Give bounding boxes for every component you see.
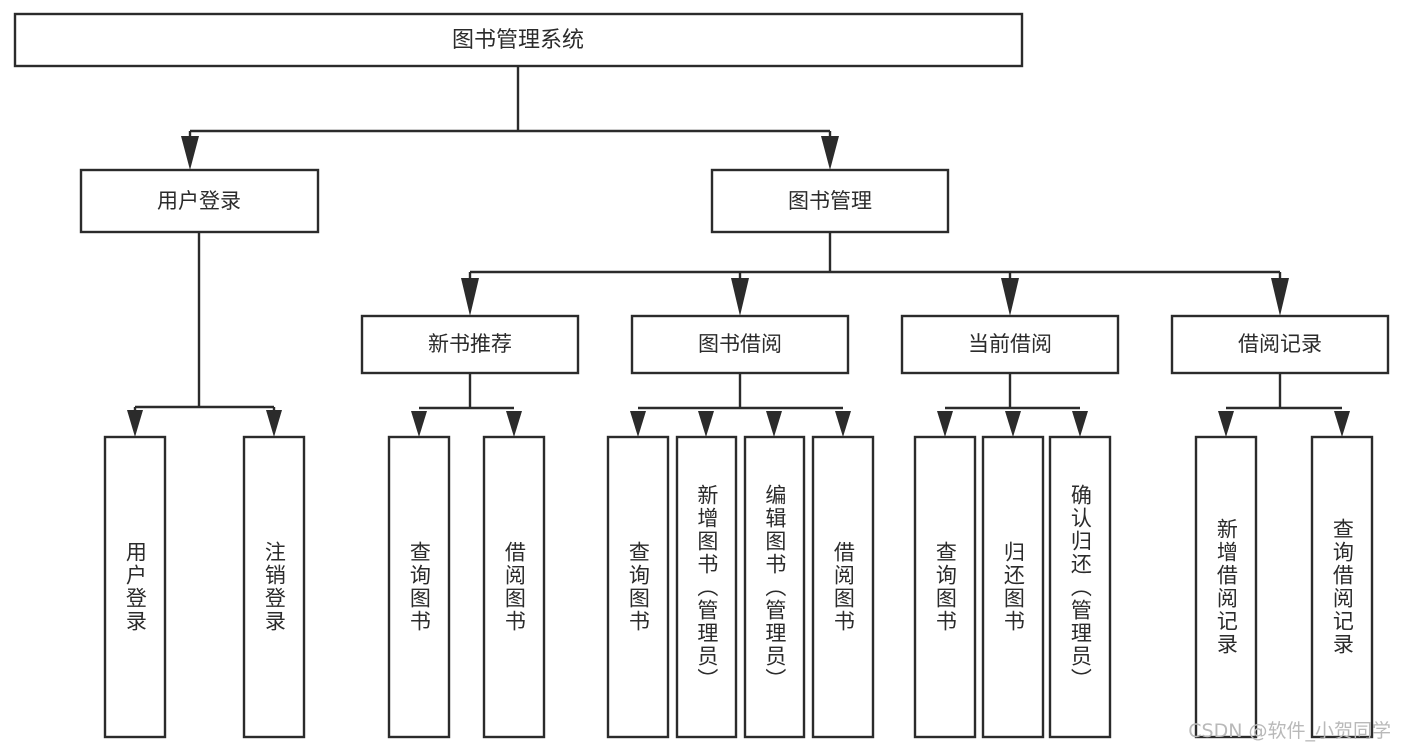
arrow-head-icon (266, 410, 282, 437)
node-current-borrow-box[interactable] (900, 314, 1120, 375)
node-user-login-label: 用户登录 (157, 189, 241, 213)
arrow-head-icon (630, 411, 646, 437)
connector-group-records-leaves (1218, 373, 1350, 437)
leaf-box-add-borrow-record[interactable] (1194, 435, 1258, 739)
node-book-borrow-label: 图书借阅 (698, 332, 782, 356)
node-new-book-recommend[interactable]: 新书推荐 (360, 314, 580, 375)
connector-group-newbooks-leaves (411, 373, 522, 437)
arrow-head-icon (1334, 411, 1350, 437)
connector-group-root (181, 66, 839, 170)
node-current-borrow-label: 当前借阅 (968, 332, 1052, 356)
leaf-box-query-book-current[interactable] (913, 435, 977, 739)
watermark-text: CSDN @软件_小贺同学 (1188, 720, 1391, 742)
connector-group-level2-books (461, 232, 1289, 316)
node-borrow-records[interactable]: 借阅记录 (1170, 314, 1390, 375)
arrow-head-icon (1218, 411, 1234, 437)
arrow-head-icon (127, 410, 143, 437)
arrow-head-icon (821, 136, 839, 170)
arrow-head-icon (1271, 278, 1289, 316)
leaf-box-borrow-book[interactable] (811, 435, 875, 739)
leaf-box-confirm-return-admin[interactable] (1048, 435, 1112, 739)
node-new-book-recommend-box[interactable] (360, 314, 580, 375)
node-borrow-records-label: 借阅记录 (1238, 332, 1322, 356)
arrow-head-icon (506, 411, 522, 437)
leaf-box-query-book-borrow[interactable] (606, 435, 670, 739)
node-user-login-box[interactable] (79, 168, 320, 234)
leaf-box-logout[interactable] (242, 435, 306, 739)
node-book-borrow[interactable]: 图书借阅 (630, 314, 850, 375)
connector-group-borrow-leaves (630, 373, 851, 437)
node-root-box[interactable] (13, 12, 1024, 68)
leaf-box-return-book[interactable] (981, 435, 1045, 739)
leaf-box-add-book-admin[interactable] (675, 435, 738, 739)
node-current-borrow[interactable]: 当前借阅 (900, 314, 1120, 375)
arrow-head-icon (411, 411, 427, 437)
node-book-borrow-box[interactable] (630, 314, 850, 375)
leaf-box-query-book-new[interactable] (387, 435, 451, 739)
arrow-head-icon (461, 278, 479, 316)
arrow-head-icon (731, 278, 749, 316)
node-new-book-recommend-label: 新书推荐 (428, 332, 512, 356)
node-book-management-box[interactable] (710, 168, 950, 234)
arrow-head-icon (835, 411, 851, 437)
node-root-label: 图书管理系统 (452, 28, 584, 53)
arrow-head-icon (766, 411, 782, 437)
node-book-management-label: 图书管理 (788, 189, 872, 213)
arrow-head-icon (1005, 411, 1021, 437)
arrow-head-icon (181, 136, 199, 170)
leaf-box-edit-book-admin[interactable] (743, 435, 806, 739)
arrow-head-icon (1001, 278, 1019, 316)
node-user-login[interactable]: 用户登录 (79, 168, 320, 234)
connector-group-current-leaves (937, 373, 1088, 437)
arrow-head-icon (698, 411, 714, 437)
leaf-box-user-login[interactable] (103, 435, 167, 739)
leaf-box-query-borrow-record[interactable] (1310, 435, 1374, 739)
arrow-head-icon (1072, 411, 1088, 437)
node-borrow-records-box[interactable] (1170, 314, 1390, 375)
node-book-management[interactable]: 图书管理 (710, 168, 950, 234)
leaf-box-borrow-book-new[interactable] (482, 435, 546, 739)
arrow-head-icon (937, 411, 953, 437)
node-root[interactable]: 图书管理系统 (13, 12, 1024, 68)
connector-group-login-leaves (127, 232, 282, 437)
